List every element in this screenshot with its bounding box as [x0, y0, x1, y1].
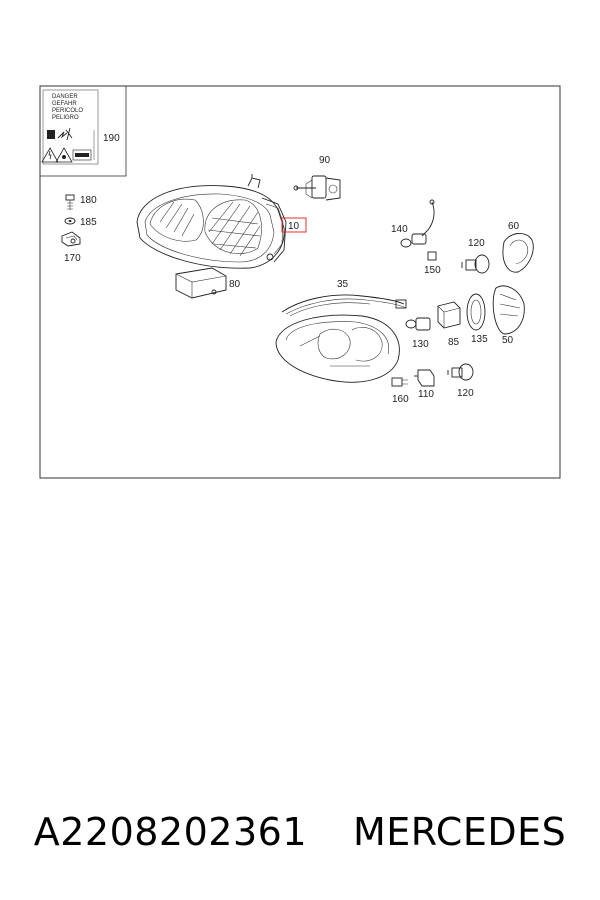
- callout-35: 35: [337, 279, 349, 290]
- headlamp-assembly: [136, 174, 287, 269]
- callout-120-lower: 120: [457, 388, 474, 399]
- bulb-part-160: [391, 377, 408, 387]
- callout-185: 185: [80, 217, 97, 228]
- callout-50: 50: [502, 335, 514, 346]
- screw-part: [65, 194, 75, 210]
- diagram-frame: [39, 85, 561, 479]
- callout-135: 135: [471, 334, 488, 345]
- high-voltage-pictogram: [41, 127, 95, 163]
- callout-190: 190: [103, 133, 120, 144]
- callout-150: 150: [424, 265, 441, 276]
- bulb-part-upper: [461, 254, 490, 274]
- callout-130: 130: [412, 339, 429, 350]
- warning-sticker: [42, 89, 99, 165]
- callout-10: 10: [288, 221, 300, 232]
- callout-140: 140: [391, 224, 408, 235]
- callout-110: 110: [418, 389, 434, 400]
- brand-name: MERCEDES: [353, 810, 567, 854]
- warning-line-pericolo: PERICOLO: [52, 108, 83, 114]
- warning-label-frame: [39, 85, 127, 177]
- washer-part: [64, 217, 76, 225]
- cap-part-50: [492, 285, 525, 335]
- callout-120-upper: 120: [468, 238, 485, 249]
- rear-housing-part: [275, 314, 400, 383]
- part-number: A2208202361: [33, 810, 307, 854]
- wiring-harness-part: [281, 294, 407, 317]
- part-caption: A2208202361 MERCEDES: [0, 802, 600, 862]
- socket-part-110: [414, 369, 435, 387]
- callout-85: 85: [448, 337, 460, 348]
- small-bulb-part: [427, 251, 437, 261]
- callout-90: 90: [319, 155, 331, 166]
- socket-part-85: [437, 301, 461, 329]
- callout-60: 60: [508, 221, 520, 232]
- cap-part: [502, 233, 534, 273]
- callout-180: 180: [80, 195, 97, 206]
- ring-part-135: [466, 293, 486, 331]
- control-unit-part: [175, 267, 227, 299]
- warning-line-gefahr: GEFAHR: [52, 101, 77, 107]
- warning-label: DANGER GEFAHR PERICOLO PELIGRO 190: [39, 85, 127, 177]
- bulb-wire-part: [400, 199, 435, 248]
- callout-80: 80: [229, 279, 241, 290]
- callout-160: 160: [392, 394, 409, 405]
- bulb-part-lower: [447, 363, 474, 381]
- clip-part: [61, 231, 81, 247]
- callout-170: 170: [64, 253, 81, 264]
- highlight-box-10: [281, 217, 307, 233]
- warning-line-peligro: PELIGRO: [52, 115, 79, 121]
- bulb-part-130: [405, 317, 431, 331]
- leveling-motor-part: [293, 175, 341, 201]
- warning-line-danger: DANGER: [52, 94, 78, 100]
